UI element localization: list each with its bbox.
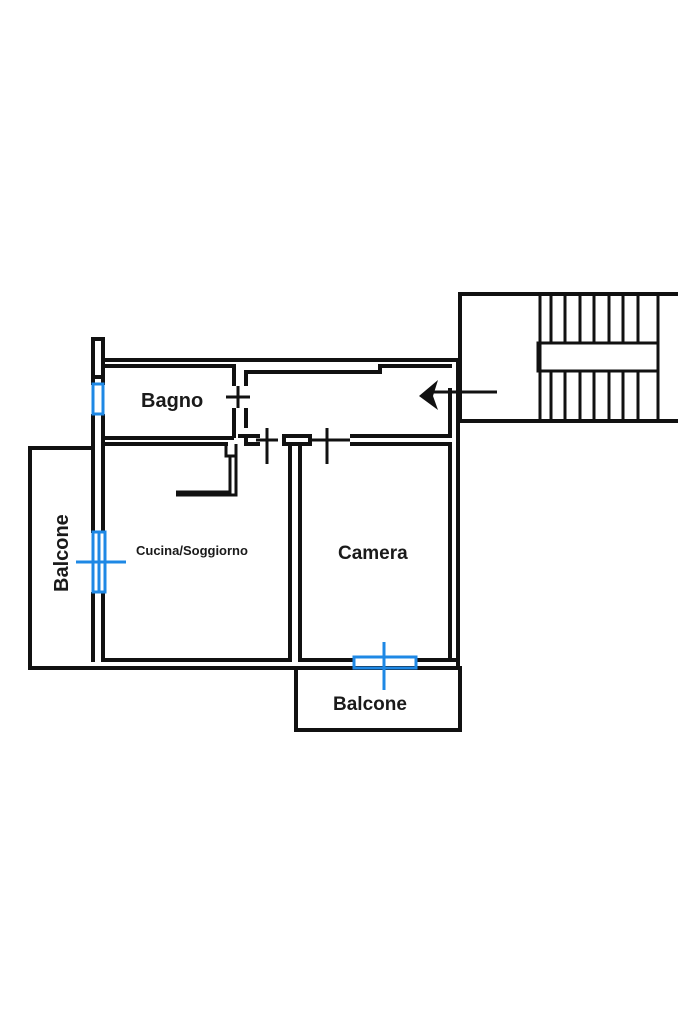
room-label-balcone-left: Balcone bbox=[51, 514, 73, 592]
balcony-left bbox=[28, 446, 95, 670]
staircase-icon bbox=[458, 292, 678, 423]
room-label-cucina: Cucina/Soggiorno bbox=[136, 543, 248, 558]
balcony-bottom bbox=[294, 666, 462, 732]
room-label-balcone-bottom: Balcone bbox=[333, 694, 407, 715]
room-label-bagno: Bagno bbox=[141, 390, 203, 412]
entrance-arrow-icon bbox=[419, 380, 497, 410]
doors bbox=[226, 386, 350, 464]
window-bagno bbox=[91, 382, 105, 416]
interior-walls bbox=[101, 364, 452, 662]
windows bbox=[76, 382, 418, 690]
room-label-camera: Camera bbox=[338, 543, 408, 564]
